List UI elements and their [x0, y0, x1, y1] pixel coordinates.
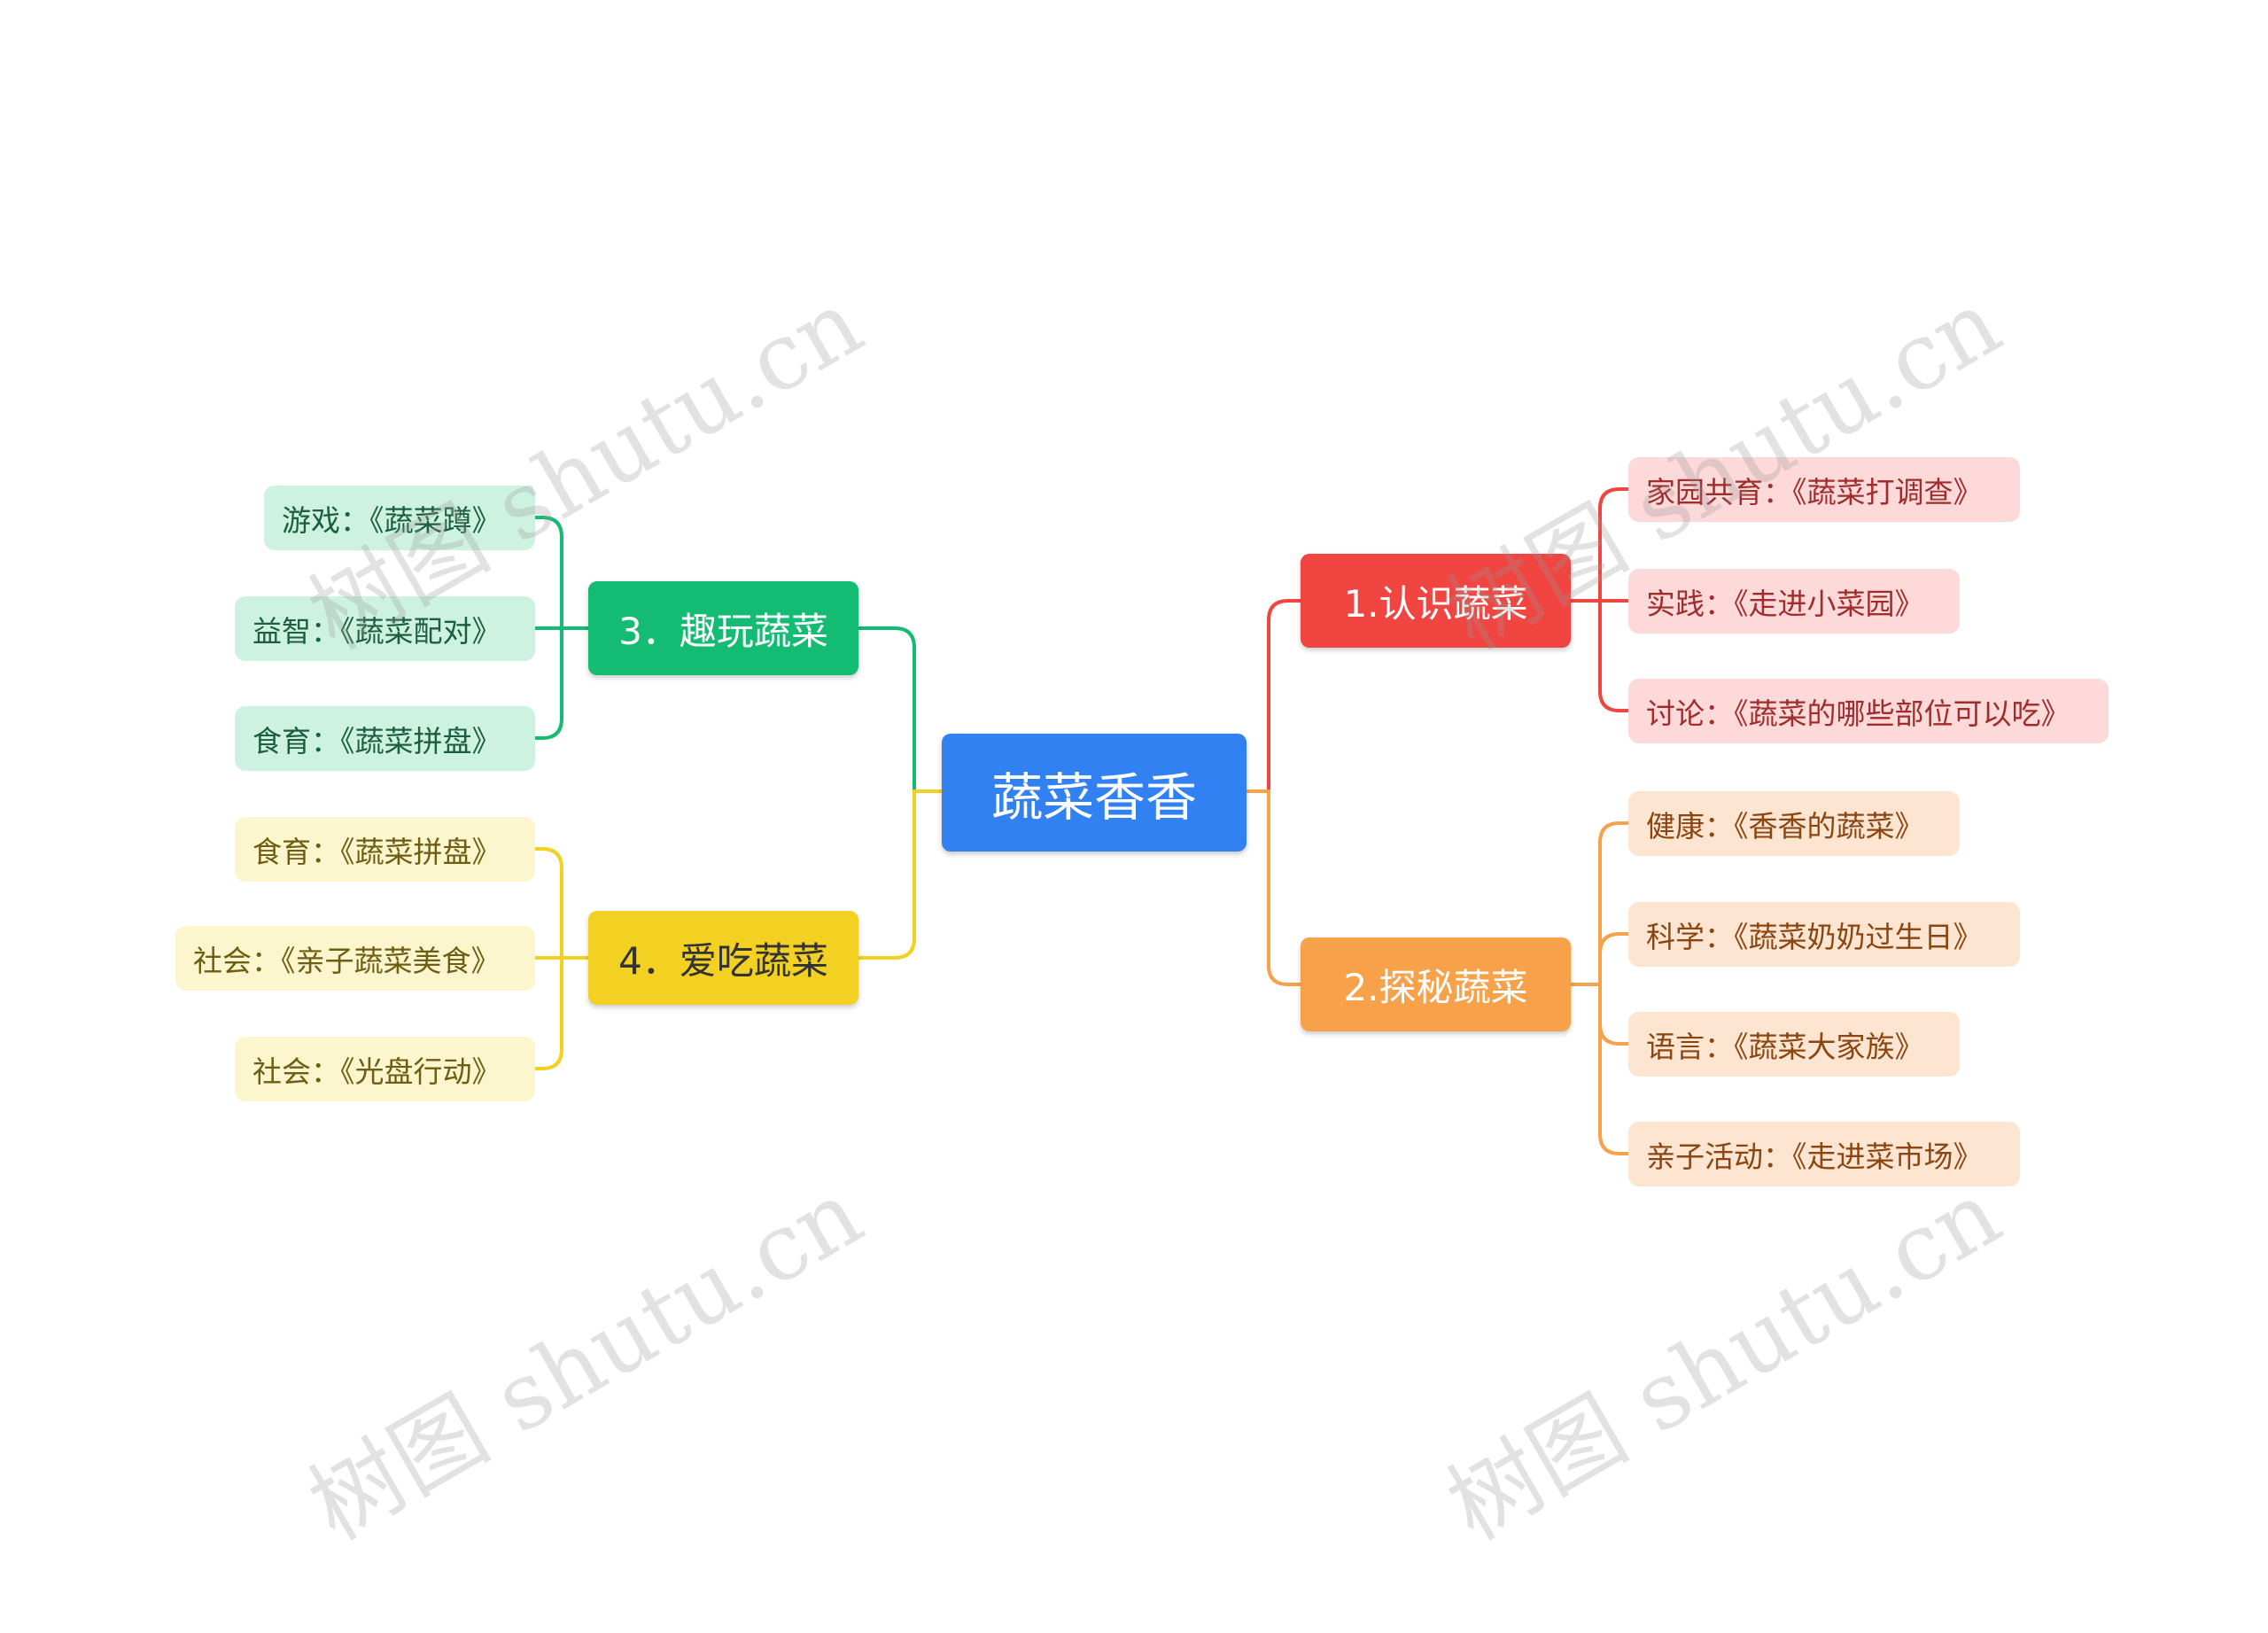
- leaf-node[interactable]: 社会：《光盘行动》: [235, 1037, 535, 1101]
- leaf-node-label: 讨论：《蔬菜的哪些部位可以吃》: [1646, 696, 2070, 731]
- leaf-node[interactable]: 食育：《蔬菜拼盘》: [235, 706, 535, 771]
- leaf-node[interactable]: 家园共育：《蔬菜打调查》: [1628, 457, 2020, 522]
- branch-node-4-label: 4．爱吃蔬菜: [618, 938, 828, 983]
- connector-b3-leaf3: [535, 626, 588, 740]
- branch-node-2[interactable]: 2.探秘蔬菜: [1301, 937, 1571, 1031]
- connector-center-b3: [858, 626, 942, 793]
- leaf-node-label: 健康：《香香的蔬菜》: [1646, 808, 1924, 844]
- leaf-node[interactable]: 益智：《蔬菜配对》: [235, 596, 535, 661]
- branch-node-3[interactable]: 3．趣玩蔬菜: [588, 581, 858, 675]
- connector-center-b4: [858, 789, 942, 960]
- connector-b4-leaf1: [535, 847, 588, 960]
- connector-b2-leaf2: [1571, 932, 1628, 986]
- leaf-node-label: 家园共育：《蔬菜打调查》: [1646, 474, 1983, 509]
- leaf-node[interactable]: 游戏：《蔬菜蹲》: [264, 486, 535, 550]
- leaf-node-label: 食育：《蔬菜拼盘》: [252, 834, 501, 869]
- leaf-node-label: 科学：《蔬菜奶奶过生日》: [1646, 919, 1983, 954]
- leaf-node-label: 益智：《蔬菜配对》: [252, 613, 501, 649]
- root-node-label: 蔬菜香香: [990, 766, 1197, 828]
- leaf-node[interactable]: 讨论：《蔬菜的哪些部位可以吃》: [1628, 679, 2109, 743]
- branch-node-2-label: 2.探秘蔬菜: [1343, 965, 1528, 1009]
- connector-b1-leaf1: [1571, 487, 1628, 603]
- leaf-node-label: 食育：《蔬菜拼盘》: [252, 723, 501, 758]
- connector-b2-leaf4: [1571, 983, 1628, 1155]
- connector-center-b2: [1247, 789, 1301, 986]
- branch-node-3-label: 3．趣玩蔬菜: [618, 609, 828, 653]
- connector-center-b1: [1247, 599, 1301, 793]
- branch-node-1[interactable]: 1.认识蔬菜: [1301, 554, 1571, 648]
- leaf-node-label: 语言：《蔬菜大家族》: [1646, 1029, 1924, 1064]
- leaf-node-label: 社会：《亲子蔬菜美食》: [193, 943, 501, 978]
- leaf-node-label: 游戏：《蔬菜蹲》: [282, 502, 501, 538]
- leaf-node[interactable]: 食育：《蔬菜拼盘》: [235, 817, 535, 882]
- leaf-node[interactable]: 语言：《蔬菜大家族》: [1628, 1012, 1960, 1077]
- leaf-node-label: 社会：《光盘行动》: [252, 1054, 501, 1089]
- leaf-node-label: 实践：《走进小菜园》: [1646, 586, 1924, 621]
- branch-node-4[interactable]: 4．爱吃蔬菜: [588, 911, 858, 1005]
- branch-node-1-label: 1.认识蔬菜: [1343, 581, 1528, 626]
- connector-b2-leaf1: [1571, 821, 1628, 986]
- leaf-node[interactable]: 实践：《走进小菜园》: [1628, 569, 1960, 634]
- leaf-node[interactable]: 亲子活动：《走进菜市场》: [1628, 1122, 2020, 1186]
- connector-b4-leaf3: [535, 956, 588, 1070]
- leaf-node[interactable]: 社会：《亲子蔬菜美食》: [175, 926, 535, 991]
- leaf-node-label: 亲子活动：《走进菜市场》: [1646, 1139, 1983, 1174]
- connector-b3-leaf1: [535, 516, 588, 630]
- connector-b1-leaf3: [1571, 599, 1628, 712]
- root-node[interactable]: 蔬菜香香: [942, 734, 1247, 851]
- leaf-node[interactable]: 健康：《香香的蔬菜》: [1628, 791, 1960, 856]
- leaf-node[interactable]: 科学：《蔬菜奶奶过生日》: [1628, 902, 2020, 967]
